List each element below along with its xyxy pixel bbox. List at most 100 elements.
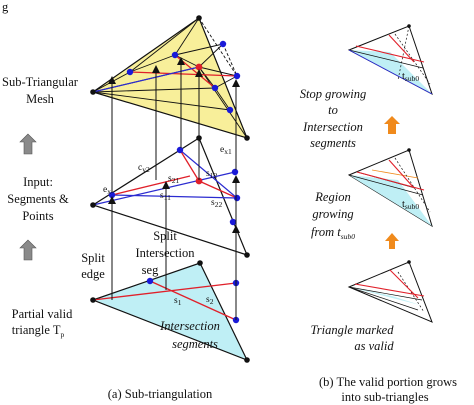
header-fragment: g	[2, 0, 9, 14]
label-marked-line2: as valid	[354, 339, 394, 353]
label-partial-line2: triangle Tp	[12, 323, 65, 339]
partial-vertex	[244, 357, 250, 363]
grow-vertex	[407, 148, 411, 152]
input-red-segment	[111, 175, 191, 196]
input-point	[229, 218, 237, 226]
input-intersection-point	[195, 177, 203, 185]
label-intersection-line1: Intersection	[159, 319, 220, 333]
label-partial-line1: Partial valid	[12, 307, 73, 321]
input-point	[231, 168, 239, 176]
grow-triangle-bottom-valid	[349, 287, 420, 305]
input-vertex	[244, 252, 250, 258]
gray-arrow-upper	[19, 133, 37, 155]
label-mesh-line1: Sub-Triangular	[2, 75, 79, 89]
partial-valid-triangle	[90, 260, 250, 363]
mesh-point	[126, 68, 134, 76]
mesh-edge	[214, 75, 238, 89]
mesh-point	[219, 40, 227, 48]
label-split-seg-line2: Intersection	[135, 246, 195, 260]
grow-triangle-top: tsub0	[347, 24, 433, 96]
label-split-seg-line1: Split	[153, 229, 177, 243]
input-point	[176, 146, 184, 154]
mesh-edge	[214, 87, 231, 111]
grow-dashed-edge	[397, 25, 410, 81]
mesh-edge	[92, 91, 231, 111]
partial-vertex	[197, 260, 203, 266]
label-input-line2: Segments &	[7, 192, 69, 206]
caption-right-line1: (b) The valid portion grows	[319, 375, 457, 389]
partial-vertex	[90, 297, 96, 303]
mesh-edge	[129, 17, 200, 73]
mesh-dashed-edge	[198, 17, 238, 77]
gray-up-arrow-icon	[19, 239, 37, 261]
label-intersection-line2: segments	[172, 337, 218, 351]
grow-orange-edge	[371, 169, 419, 179]
label-marked-line1: Triangle marked	[311, 323, 395, 337]
label-split-seg-line3: seg	[142, 263, 159, 277]
mesh-point	[233, 72, 241, 80]
grow-triangle-bottom-outline	[347, 261, 433, 323]
input-blue-segment	[111, 194, 238, 199]
grow-red-segment	[355, 45, 425, 63]
grow-edge	[348, 49, 424, 69]
grow-blue-segment	[348, 49, 433, 95]
grow-triangle-mid: tsub0	[347, 148, 433, 228]
mesh-edge	[198, 66, 238, 77]
mesh-edge	[92, 87, 216, 93]
label-stop-line3: Intersection	[302, 120, 363, 134]
mesh-vertex	[196, 15, 202, 21]
label-s-2: s2	[206, 295, 214, 306]
partial-red-segment	[92, 282, 237, 301]
mesh-vertex	[90, 89, 96, 95]
label-stop-line1: Stop growing	[300, 87, 367, 101]
grow-red-segment	[354, 283, 425, 297]
input-blue-segment	[179, 149, 238, 199]
gray-arrow-lower	[19, 239, 37, 261]
grow-vertex	[407, 260, 411, 264]
label-c-y2: cy2	[138, 163, 150, 174]
label-stop-line2: to	[328, 103, 338, 117]
mesh-point	[211, 84, 219, 92]
grow-triangle-mid-valid	[349, 175, 432, 226]
input-point	[233, 194, 241, 202]
partial-triangle	[91, 262, 249, 362]
grow-red-segment	[388, 159, 415, 189]
label-s-1: s1	[174, 296, 182, 307]
label-split-edge-line2: edge	[81, 267, 105, 281]
grow-edge	[348, 286, 419, 311]
mesh-edge	[198, 66, 248, 139]
grow-edge	[348, 174, 424, 196]
label-e-x1: ex1	[220, 145, 232, 156]
label-stop-line4: segments	[310, 136, 356, 150]
mesh-edge	[174, 43, 224, 56]
caption-right-line2: into sub-triangles	[341, 390, 428, 404]
gray-up-arrow-icon	[19, 133, 37, 155]
mesh-dashed-edge	[222, 43, 238, 77]
mesh-vertex	[244, 135, 250, 141]
partial-point	[146, 277, 154, 285]
orange-up-arrow-icon	[385, 233, 399, 249]
mesh-red-segment	[129, 71, 238, 77]
mesh-intersection-point	[195, 63, 203, 71]
projection-arrows	[108, 57, 240, 320]
label-s-11: s11	[160, 191, 171, 202]
input-red-segment	[198, 180, 238, 199]
grow-red-segment	[388, 34, 415, 63]
mesh-edge	[129, 54, 176, 73]
label-input-line1: Input:	[23, 175, 53, 189]
grow-edge	[348, 286, 423, 301]
grow-red-segment	[389, 269, 419, 299]
label-s-22: s22	[211, 198, 222, 209]
caption-left: (a) Sub-triangulation	[108, 387, 213, 401]
label-mesh-line2: Mesh	[26, 92, 55, 106]
tag-tsub0-top: tsub0	[402, 71, 419, 83]
input-triangle-group	[90, 135, 250, 258]
grow-triangle-bottom	[347, 260, 433, 323]
mesh-triangle	[91, 17, 249, 139]
label-s-21: s21	[168, 174, 179, 185]
input-red-segment	[179, 149, 200, 182]
partial-red-segment	[149, 280, 237, 321]
label-region-line2: growing	[312, 207, 353, 221]
grow-vertex	[407, 24, 411, 28]
label-split-edge-line1: Split	[81, 251, 105, 265]
